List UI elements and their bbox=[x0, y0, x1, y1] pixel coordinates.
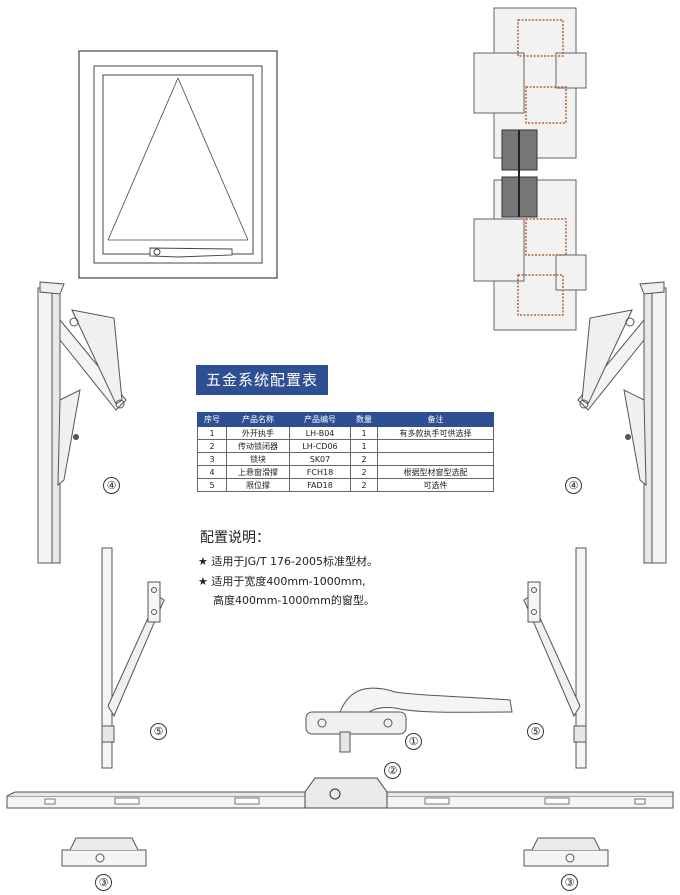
table-header-row: 序号 产品名称 产品编号 数量 备注 bbox=[197, 412, 494, 427]
table-cell: 4 bbox=[197, 465, 227, 479]
page-title: 五金系统配置表 bbox=[196, 365, 328, 395]
window-elevation-drawing bbox=[78, 50, 278, 279]
table-cell: FAD18 bbox=[289, 478, 351, 492]
keep-right bbox=[523, 837, 609, 867]
friction-stay-left bbox=[37, 281, 127, 564]
table-cell: 传动锁闭器 bbox=[226, 439, 290, 453]
table-cell: 上悬窗滑撑 bbox=[226, 465, 290, 479]
label-3-left: ③ bbox=[95, 874, 112, 891]
keep-left bbox=[61, 837, 147, 867]
config-table: 序号 产品名称 产品编号 数量 备注 1 外开执手 LH-B04 1 有多款执手… bbox=[197, 412, 494, 492]
table-header: 备注 bbox=[377, 412, 494, 427]
table-row: 2 传动锁闭器 LH-CD06 1 bbox=[197, 439, 494, 453]
handle-drawing bbox=[305, 687, 513, 753]
note-line: 高度400mm-1000mm的窗型。 bbox=[213, 594, 375, 607]
table-cell: 2 bbox=[350, 478, 378, 492]
label-2: ② bbox=[384, 762, 401, 779]
note-line: ★ 适用于JG/T 176-2005标准型材。 bbox=[198, 555, 379, 568]
table-cell bbox=[377, 452, 494, 466]
friction-stay-right bbox=[577, 281, 667, 564]
table-cell: 1 bbox=[197, 426, 227, 440]
label-3-right: ③ bbox=[561, 874, 578, 891]
label-5-left: ⑤ bbox=[150, 723, 167, 740]
table-row: 1 外开执手 LH-B04 1 有多款执手可供选择 bbox=[197, 426, 494, 440]
profile-section-drawing bbox=[473, 7, 587, 331]
table-header: 产品编号 bbox=[289, 412, 351, 427]
table-row: 4 上悬窗滑撑 FCH18 2 根据型材窗型选配 bbox=[197, 465, 494, 479]
label-5-right: ⑤ bbox=[527, 723, 544, 740]
table-cell: FCH18 bbox=[289, 465, 351, 479]
table-header: 数量 bbox=[350, 412, 378, 427]
table-row: 3 锁块 SK07 2 bbox=[197, 452, 494, 466]
table-cell: 1 bbox=[350, 426, 378, 440]
table-cell: 3 bbox=[197, 452, 227, 466]
label-4-left: ④ bbox=[103, 477, 120, 494]
espagnolette-drawing bbox=[6, 777, 674, 809]
note-line: ★ 适用于宽度400mm-1000mm, bbox=[198, 575, 366, 588]
table-cell: LH-CD06 bbox=[289, 439, 351, 453]
table-cell: 2 bbox=[350, 452, 378, 466]
table-cell: 1 bbox=[350, 439, 378, 453]
limit-stay-right bbox=[523, 547, 587, 769]
table-cell: 可选件 bbox=[377, 478, 494, 492]
table-cell: 有多款执手可供选择 bbox=[377, 426, 494, 440]
table-cell: 锁块 bbox=[226, 452, 290, 466]
table-cell: 外开执手 bbox=[226, 426, 290, 440]
table-header: 序号 bbox=[197, 412, 227, 427]
table-cell: 2 bbox=[350, 465, 378, 479]
label-4-right: ④ bbox=[565, 477, 582, 494]
table-cell: 限位撑 bbox=[226, 478, 290, 492]
notes-title: 配置说明： bbox=[200, 530, 270, 546]
table-row: 5 限位撑 FAD18 2 可选件 bbox=[197, 478, 494, 492]
label-1: ① bbox=[405, 733, 422, 750]
table-cell: 根据型材窗型选配 bbox=[377, 465, 494, 479]
table-header: 产品名称 bbox=[226, 412, 290, 427]
table-cell bbox=[377, 439, 494, 453]
table-cell: 5 bbox=[197, 478, 227, 492]
limit-stay-left bbox=[101, 547, 165, 769]
table-cell: LH-B04 bbox=[289, 426, 351, 440]
table-cell: 2 bbox=[197, 439, 227, 453]
table-cell: SK07 bbox=[289, 452, 351, 466]
